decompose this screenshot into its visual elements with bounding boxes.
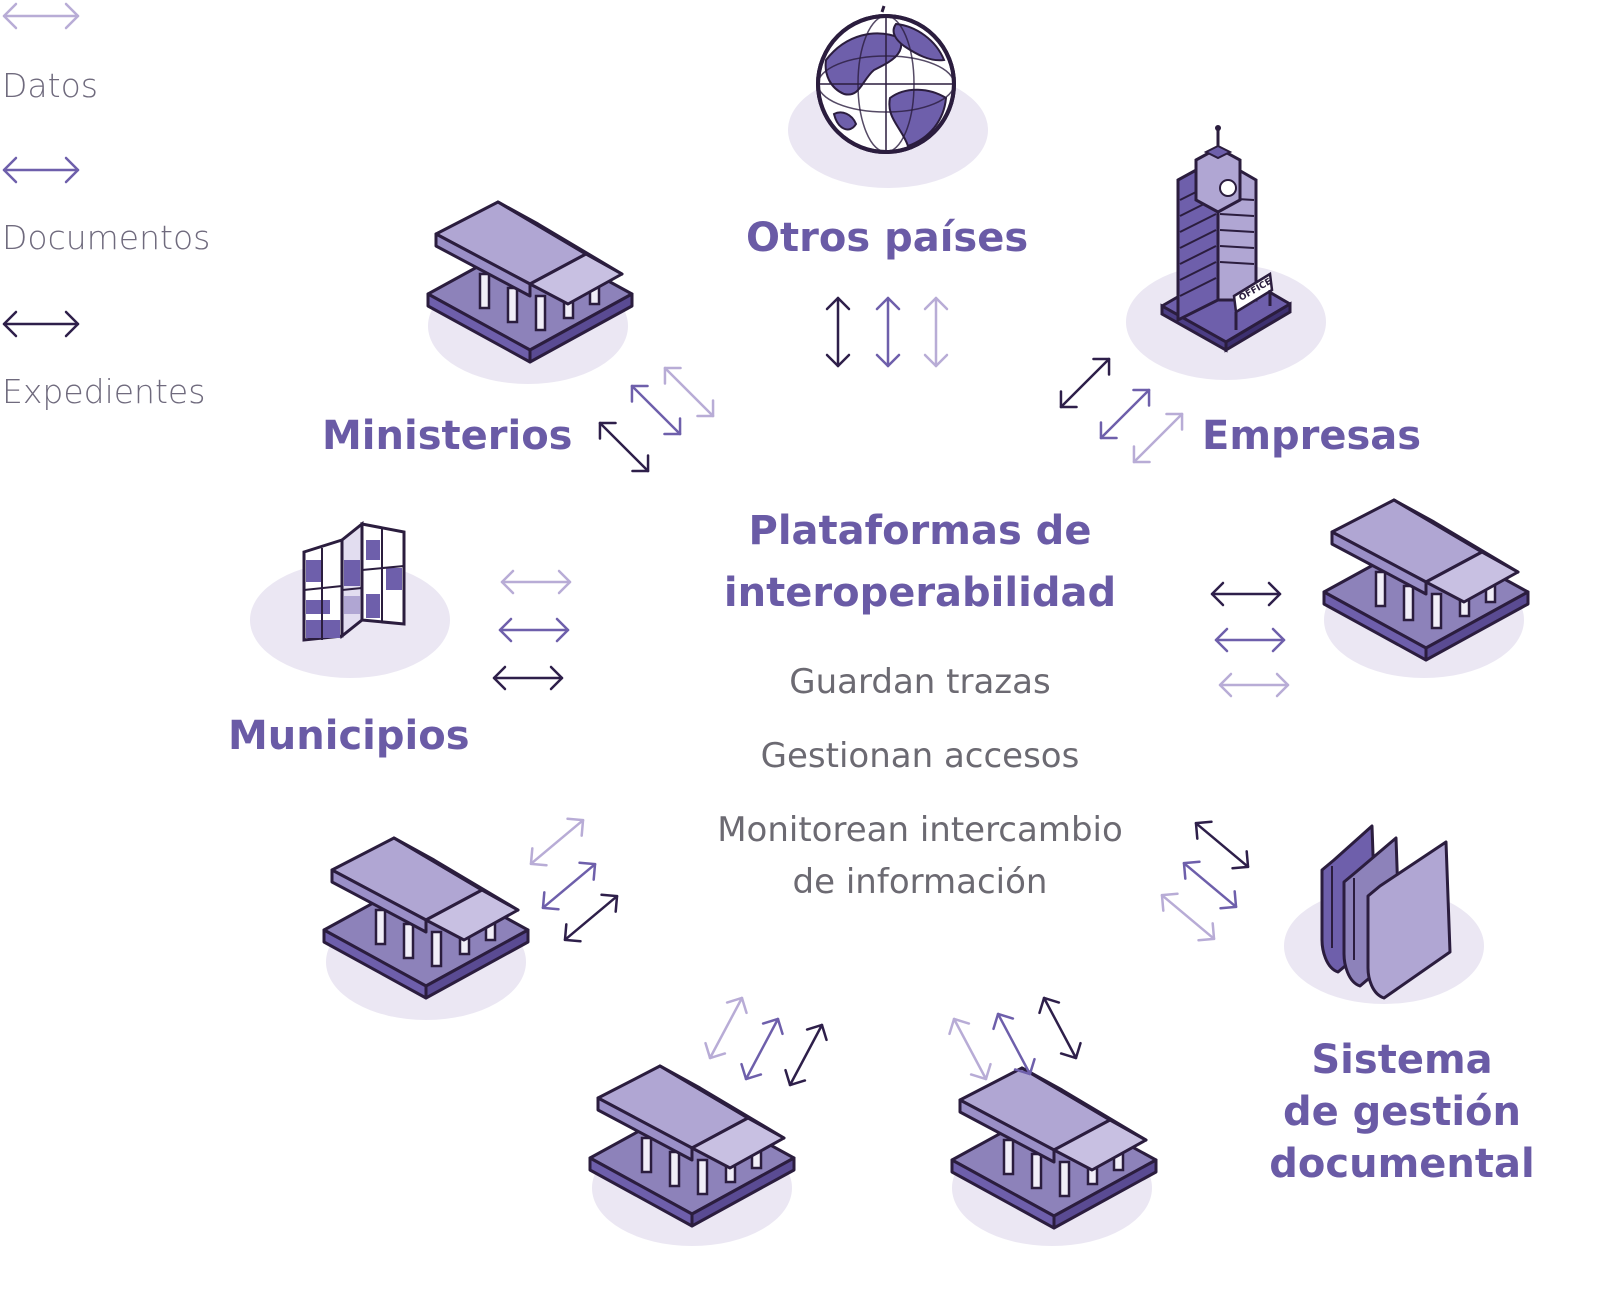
node-label-sistema-line1: Sistema [1311,1037,1493,1083]
legend-label-documentos: Documentos [2,218,211,257]
exchange-arrow [1038,996,1082,1060]
exchange-arrow [663,366,715,418]
exchange-arrow [1160,892,1216,942]
node-label-sistema-gestion-documental: Sistema de gestión documental [1262,1034,1542,1190]
exchange-arrow [598,421,650,473]
exchange-arrow [875,296,901,368]
center-function-trazas: Guardan trazas [789,662,1051,702]
exchange-arrow [923,296,949,368]
exchange-arrow [1099,388,1151,440]
globe-icon [816,5,956,154]
node-label-municipios: Municipios [228,713,470,759]
exchange-arrow [1210,581,1282,607]
center-function-accesos: Gestionan accesos [760,736,1080,776]
center-title-line2: interoperabilidad [723,570,1117,616]
exchange-arrow [529,817,585,867]
center-title: Plataformas de interoperabilidad [615,500,1225,624]
legend-arrow-documentos [2,156,80,184]
exchange-arrow [630,384,682,436]
exchange-arrow [1214,627,1286,653]
center-title-line1: Plataformas de [748,508,1092,554]
node-label-ministerios: Ministerios [322,413,573,459]
legend-label-datos: Datos [2,66,98,105]
office-tower-icon: OFFICE [1160,125,1292,353]
node-label-sistema-line3: documental [1269,1141,1535,1187]
exchange-arrow [740,1017,784,1081]
legend-arrow-expedientes [2,310,80,338]
exchange-arrow [498,617,570,643]
exchange-arrows [492,296,1290,1087]
exchange-arrow [563,893,619,943]
legend-label-expedientes: Expedientes [2,372,206,411]
exchange-arrow [500,569,572,595]
map-icon [302,520,406,642]
exchange-arrow [1132,412,1184,464]
exchange-arrow [948,1017,992,1081]
exchange-arrow [1059,357,1111,409]
exchange-arrow [992,1012,1036,1076]
node-label-empresas: Empresas [1202,413,1422,459]
center-function-informacion: de información [792,862,1048,902]
exchange-arrow [541,861,597,911]
node-label-otros-paises: Otros países [746,215,1029,261]
exchange-arrow [1182,860,1238,910]
exchange-arrow [704,996,748,1060]
legend-arrow-datos [2,2,80,30]
exchange-arrow [825,296,851,368]
exchange-arrow [784,1023,828,1087]
node-label-sistema-line2: de gestión [1282,1089,1522,1135]
exchange-arrow [1194,820,1250,870]
center-function-monitorean: Monitorean intercambio [717,810,1123,850]
exchange-arrow [492,665,564,691]
folders-icon [1320,824,1452,1000]
exchange-arrow [1218,672,1290,698]
